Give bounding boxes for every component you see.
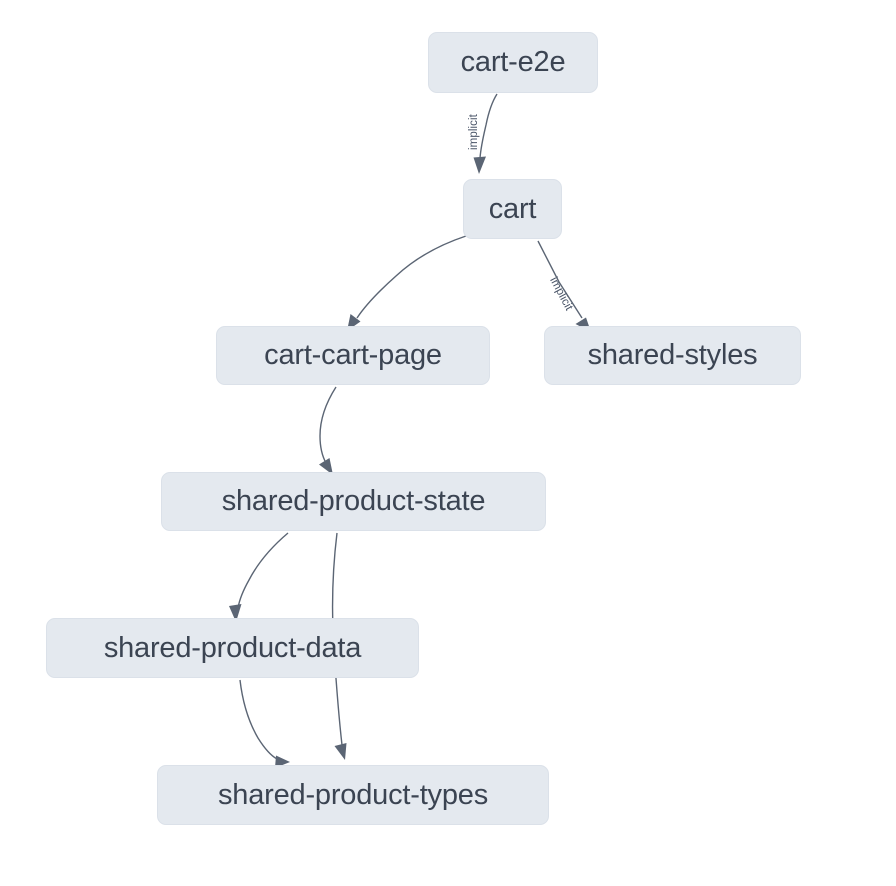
graph-node-label: shared-product-state — [221, 485, 486, 517]
edge-cart-cart-page-to-shared-product-state — [319, 386, 337, 475]
graph-node-cart[interactable]: cart — [463, 179, 562, 239]
graph-node-label: cart-cart-page — [264, 339, 442, 371]
arrowhead — [229, 604, 242, 622]
edge-cart-to-shared-styles — [537, 240, 591, 332]
edge-shared-product-data-to-shared-product-types — [239, 679, 290, 768]
arrowhead — [334, 743, 347, 760]
graph-node-label: shared-product-types — [217, 778, 489, 811]
graph-node-shared-styles[interactable]: shared-styles — [544, 326, 801, 385]
edge-shared-product-state-to-shared-product-data — [229, 532, 289, 622]
arrowhead — [275, 755, 290, 768]
edge-cart-to-cart-cart-page — [347, 235, 467, 331]
graph-node-cart-e2e[interactable]: cart-e2e — [428, 32, 598, 93]
arrowhead — [319, 458, 333, 475]
edge-label-cart-e2e-to-cart: implicit — [468, 114, 480, 150]
graph-node-shared-product-data[interactable]: shared-product-data — [46, 618, 419, 678]
graph-node-shared-product-state[interactable]: shared-product-state — [161, 472, 546, 531]
graph-node-label: cart — [488, 192, 537, 225]
edge-cart-e2e-to-cart — [473, 93, 498, 174]
graph-node-cart-cart-page[interactable]: cart-cart-page — [216, 326, 490, 385]
graph-node-shared-product-types[interactable]: shared-product-types — [157, 765, 549, 825]
graph-node-label: cart-e2e — [460, 46, 566, 78]
arrowhead — [473, 156, 486, 174]
graph-node-label: shared-product-data — [103, 631, 362, 664]
graph-node-label: shared-styles — [587, 339, 758, 371]
